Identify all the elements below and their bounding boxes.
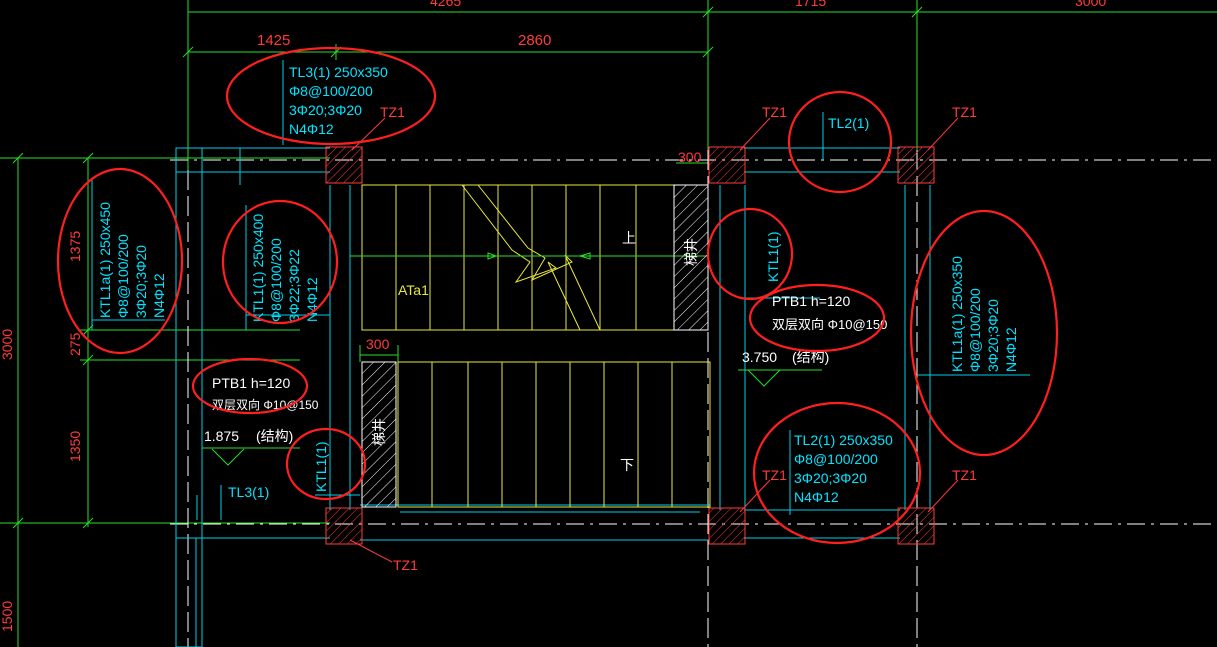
dim-top-b: 2860	[518, 32, 551, 49]
svg-text:TZ1: TZ1	[952, 467, 977, 483]
column-tz1-tr2	[897, 146, 935, 184]
svg-text:N4Φ12: N4Φ12	[289, 121, 334, 137]
dim-top-partial-3: 3000	[1075, 0, 1106, 9]
dim-top-partial-1: 4265	[430, 0, 461, 9]
svg-text:3Φ20;3Φ20: 3Φ20;3Φ20	[794, 470, 867, 486]
svg-text:N4Φ12: N4Φ12	[1003, 327, 1019, 372]
svg-text:1.875: 1.875	[204, 428, 239, 444]
column-tz1-br1	[708, 507, 746, 545]
dimension-texts: 4265 1715 3000 1425 2860 300 300 1375 27…	[0, 0, 1106, 632]
column-tz1-tl	[325, 146, 363, 184]
svg-text:TL3(1) 250x350: TL3(1) 250x350	[289, 64, 388, 80]
dim-left-3: 1350	[67, 431, 83, 462]
svg-text:Φ8@100/200: Φ8@100/200	[115, 234, 131, 318]
beam-ktl1-mid-small: KTL1(1)	[313, 441, 329, 492]
svg-text:Φ8@100/200: Φ8@100/200	[289, 83, 373, 99]
markup-ellipse-tl2-bottom	[752, 401, 922, 545]
beam-ktl1-right-small: KTL1(1)	[765, 231, 781, 282]
svg-text:(结构): (结构)	[792, 349, 829, 365]
svg-text:KTL1a(1) 250x350: KTL1a(1) 250x350	[949, 256, 965, 372]
elevation-markers	[202, 369, 822, 466]
svg-text:3Φ22;3Φ22: 3Φ22;3Φ22	[286, 249, 302, 322]
markup-ellipse-ktl1-inner	[221, 199, 339, 325]
markup-ellipse-ktl1-right	[706, 207, 794, 301]
hatched-wall-lower	[361, 361, 397, 508]
svg-text:双层双向 Φ10@150: 双层双向 Φ10@150	[772, 317, 887, 332]
beam-ktl1a-right: KTL1a(1) 250x350 Φ8@100/200 3Φ20;3Φ20 N4…	[949, 256, 1019, 372]
svg-text:TZ1: TZ1	[762, 104, 787, 120]
svg-text:KTL1(1) 250x400: KTL1(1) 250x400	[250, 214, 266, 322]
svg-text:Φ8@100/200: Φ8@100/200	[967, 288, 983, 372]
stair-lower-flight	[397, 361, 711, 508]
column-tz1-tr1	[708, 146, 746, 184]
markup-ellipse-ptb1-left	[191, 357, 309, 415]
svg-text:双层双向 Φ10@150: 双层双向 Φ10@150	[212, 397, 319, 412]
svg-text:3.750: 3.750	[742, 349, 777, 365]
columns	[325, 146, 935, 545]
svg-text:3Φ20;3Φ20: 3Φ20;3Φ20	[289, 102, 362, 118]
svg-text:N4Φ12: N4Φ12	[151, 273, 167, 318]
markup-ellipse-tl2-top	[787, 90, 893, 194]
slab-ptb1-right: PTB1 h=120 双层双向 Φ10@150 3.750 (结构)	[742, 293, 887, 365]
svg-text:TZ1: TZ1	[952, 104, 977, 120]
review-markup	[56, 46, 1059, 545]
markup-ellipse-ktl1a-left	[56, 167, 184, 355]
dim-300-top: 300	[678, 149, 702, 165]
beam-tl2-bottom: TL2(1) 250x350 Φ8@100/200 3Φ20;3Φ20 N4Φ1…	[794, 432, 893, 505]
svg-text:TZ1: TZ1	[393, 557, 418, 573]
svg-text:TZ1: TZ1	[762, 467, 787, 483]
hatched-wall-upper	[673, 184, 709, 331]
stair-well-label-upper: 梯井	[683, 238, 699, 266]
svg-text:TZ1: TZ1	[380, 104, 405, 120]
dim-top-a: 1425	[257, 32, 290, 49]
beam-tl2-top: TL2(1)	[828, 115, 869, 131]
markup-ellipse-ktl1-mid	[285, 427, 367, 501]
column-tz1-bl	[325, 507, 363, 545]
markup-ellipse-tl3	[225, 46, 437, 146]
dim-left-total: 3000	[0, 329, 15, 360]
svg-text:PTB1 h=120: PTB1 h=120	[772, 293, 850, 309]
stair-up-label: 上	[622, 230, 636, 246]
beam-ktl1a-left: KTL1a(1) 250x450 Φ8@100/200 3Φ20;3Φ20 N4…	[97, 202, 167, 318]
markup-ellipse-ktl1a-right	[909, 209, 1059, 457]
beam-leaders	[91, 60, 1030, 520]
svg-text:3Φ20;3Φ20: 3Φ20;3Φ20	[133, 245, 149, 318]
stair-upper-flight	[361, 184, 675, 331]
stair-flight-label: ATa1	[398, 282, 429, 298]
svg-text:Φ8@100/200: Φ8@100/200	[794, 451, 878, 467]
stair-arrow	[350, 252, 708, 260]
dim-300-mid: 300	[366, 336, 390, 352]
svg-text:N4Φ12: N4Φ12	[794, 489, 839, 505]
column-leaders	[349, 117, 959, 563]
beam-tl3-small: TL3(1)	[228, 484, 269, 500]
dim-top-partial-2: 1715	[795, 0, 826, 9]
svg-text:3Φ20;3Φ20: 3Φ20;3Φ20	[985, 299, 1001, 372]
svg-text:Φ8@100/200: Φ8@100/200	[268, 238, 284, 322]
svg-text:TL2(1) 250x350: TL2(1) 250x350	[794, 432, 893, 448]
dim-left-2: 275	[67, 332, 83, 356]
svg-text:KTL1a(1) 250x450: KTL1a(1) 250x450	[97, 202, 113, 318]
wall-outlines	[175, 147, 931, 647]
stair-well-label-lower: 梯井	[371, 418, 387, 446]
slab-ptb1-left: PTB1 h=120 双层双向 Φ10@150 1.875 (结构)	[204, 375, 319, 444]
beam-tl3-top: TL3(1) 250x350 Φ8@100/200 3Φ20;3Φ20 N4Φ1…	[289, 64, 388, 137]
markup-ellipse-ptb1-right	[748, 283, 886, 353]
svg-text:(结构): (结构)	[256, 428, 293, 444]
column-labels: TZ1 TZ1 TZ1 TZ1 TZ1 TZ1	[380, 104, 977, 573]
stair-down-label: 下	[620, 457, 634, 473]
beam-ktl1-inner: KTL1(1) 250x400 Φ8@100/200 3Φ22;3Φ22 N4Φ…	[250, 214, 320, 322]
dim-left-bottom: 1500	[0, 601, 15, 632]
dim-left-1: 1375	[67, 231, 83, 262]
svg-text:PTB1 h=120: PTB1 h=120	[212, 375, 290, 391]
